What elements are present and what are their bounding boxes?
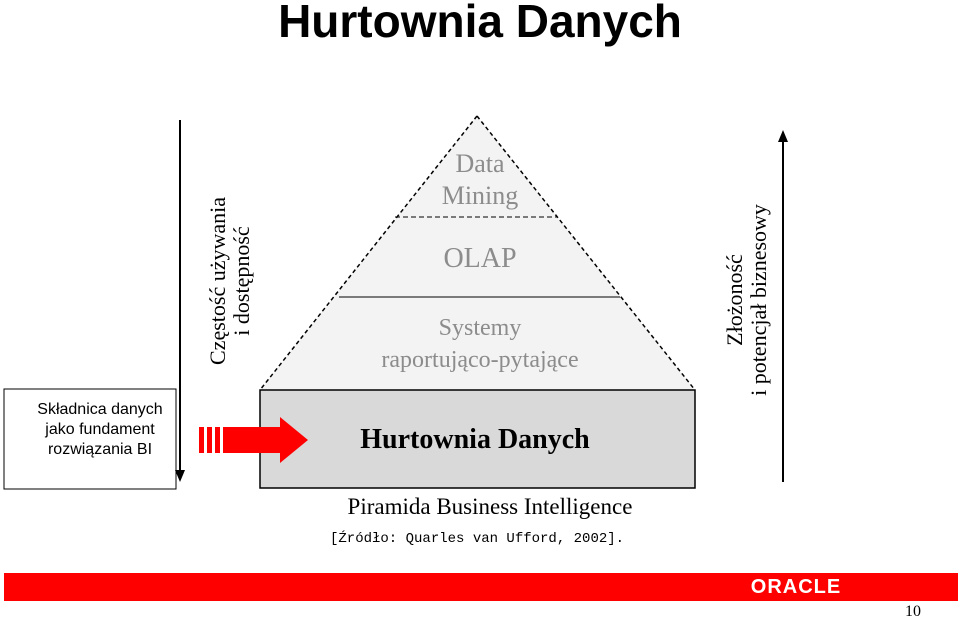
left-box-line-3: rozwiązania BI [47, 441, 153, 458]
left-axis-line-1: Częstość używania [205, 197, 230, 365]
pyramid-level-reporting: Systemy raportująco-pytające [330, 312, 630, 376]
right-axis-line-2: i potencjał biznesowy [746, 204, 771, 396]
red-arrow-stripe-2 [207, 427, 212, 453]
left-axis-line-2: i dostępność [229, 226, 254, 336]
left-box-line-1: Składnica danych [37, 401, 163, 418]
diagram-caption: Piramida Business Intelligence [347, 494, 633, 519]
pyramid-base [259, 389, 696, 489]
right-axis-label: Złożoność i potencjał biznesowy [722, 175, 771, 425]
footer-bar [4, 573, 958, 601]
pyramid-level-data-mining: Data Mining [330, 148, 630, 212]
olap-label: OLAP [443, 243, 517, 274]
right-axis-line-1: Złożoność [722, 254, 747, 346]
red-arrow-stripe-3 [215, 427, 220, 453]
left-axis-arrowhead [175, 470, 185, 482]
reporting-line-1: Systemy [438, 315, 522, 341]
red-arrow-stripe-1 [199, 427, 204, 453]
pyramid-level-olap: OLAP [330, 242, 630, 276]
left-box-line-2: jako fundament [45, 421, 155, 438]
pyramid-right-edge [476, 115, 696, 391]
reporting-line-2: raportująco-pytające [381, 347, 579, 373]
pyramid-level-data-warehouse: Hurtownia Danych [360, 424, 590, 455]
data-mining-line-2: Mining [441, 181, 519, 210]
left-axis-label: Częstość używania i dostępność [205, 166, 254, 396]
page-number: 10 [905, 603, 921, 620]
pyramid-left-edge [259, 115, 478, 391]
oracle-logo: ORACLE [750, 576, 842, 598]
data-mining-line-1: Data [455, 149, 505, 178]
left-box-text: Składnica danych jako fundament rozwiąza… [24, 400, 176, 460]
right-axis-arrowhead [778, 130, 788, 142]
pyramid-body [260, 116, 695, 390]
left-box-border [3, 388, 177, 490]
red-arrow-icon [223, 417, 308, 463]
slide-title: Hurtownia Danych [278, 0, 682, 47]
source-citation: [Źródło: Quarles van Ufford, 2002]. [330, 531, 625, 547]
